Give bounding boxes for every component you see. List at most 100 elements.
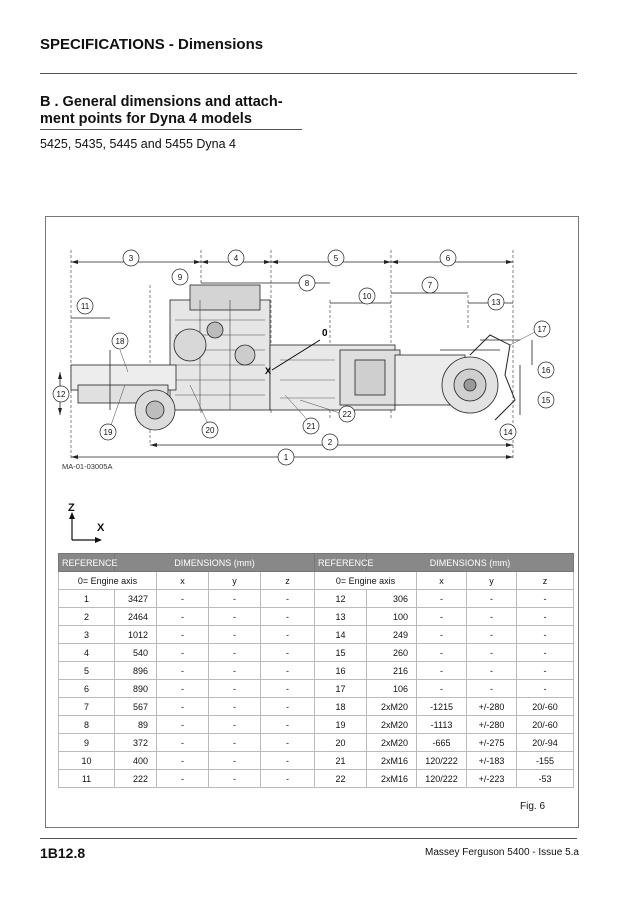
callout-8: 8 xyxy=(305,279,310,288)
cell-val: 896 xyxy=(114,661,157,680)
cell-val: 567 xyxy=(114,697,157,716)
cell-ref: 21 xyxy=(314,751,367,770)
cell-val: 372 xyxy=(114,733,157,752)
cell-z: - xyxy=(516,607,574,626)
cell-val: 1012 xyxy=(114,625,157,644)
callout-21: 21 xyxy=(307,422,316,431)
cell-ref: 9 xyxy=(58,733,115,752)
table-subheader-row: 0= Engine axis x y z xyxy=(314,571,574,590)
col-x: x xyxy=(156,571,209,590)
cell-y: - xyxy=(208,733,261,752)
cell-x: - xyxy=(156,679,209,698)
cell-x: - xyxy=(156,607,209,626)
drawing-code: MA-01-03005A xyxy=(62,462,113,471)
callout-22: 22 xyxy=(343,410,352,419)
cell-ref: 4 xyxy=(58,643,115,662)
callout-4: 4 xyxy=(234,254,239,263)
cell-ref: 20 xyxy=(314,733,367,752)
cell-z: - xyxy=(516,625,574,644)
cell-x: - xyxy=(416,607,467,626)
cell-y: - xyxy=(208,661,261,680)
cell-y: - xyxy=(208,715,261,734)
cell-y: +/-280 xyxy=(466,715,517,734)
cell-z: - xyxy=(516,589,574,608)
cell-val: 540 xyxy=(114,643,157,662)
cell-z: - xyxy=(260,679,315,698)
cell-ref: 22 xyxy=(314,769,367,788)
cell-x: - xyxy=(416,625,467,644)
footer-rule xyxy=(40,838,577,839)
cell-ref: 1 xyxy=(58,589,115,608)
table-subheader-row: 0= Engine axis x y z xyxy=(58,571,315,590)
cell-z: -155 xyxy=(516,751,574,770)
model-list: 5425, 5435, 5445 and 5455 Dyna 4 xyxy=(40,137,237,151)
cell-val: 2464 xyxy=(114,607,157,626)
cell-val: 2xM16 xyxy=(366,751,417,770)
cell-z: - xyxy=(260,607,315,626)
cell-val: 2xM20 xyxy=(366,733,417,752)
callout-5: 5 xyxy=(334,254,339,263)
cell-y: - xyxy=(466,679,517,698)
origin-x-marker: X xyxy=(265,366,271,376)
cell-z: 20/-94 xyxy=(516,733,574,752)
cell-z: - xyxy=(260,751,315,770)
cell-z: - xyxy=(516,661,574,680)
subheader-axis: 0= Engine axis xyxy=(58,571,157,590)
callout-7: 7 xyxy=(428,281,433,290)
cell-val: 249 xyxy=(366,625,417,644)
cell-val: 100 xyxy=(366,607,417,626)
cell-z: - xyxy=(516,679,574,698)
col-z: z xyxy=(516,571,574,590)
callout-6: 6 xyxy=(446,254,451,263)
callout-3: 3 xyxy=(129,254,134,263)
cell-x: - xyxy=(156,751,209,770)
callout-12: 12 xyxy=(57,390,66,399)
cell-val: 216 xyxy=(366,661,417,680)
cell-val: 222 xyxy=(114,769,157,788)
cell-y: - xyxy=(208,607,261,626)
cell-ref: 6 xyxy=(58,679,115,698)
page-title: SPECIFICATIONS - Dimensions xyxy=(40,36,264,53)
cell-x: - xyxy=(156,589,209,608)
cell-x: - xyxy=(416,661,467,680)
col-y: y xyxy=(208,571,261,590)
section-title-line2: ment points for Dyna 4 models xyxy=(40,111,252,127)
cell-z: - xyxy=(260,625,315,644)
cell-y: - xyxy=(208,697,261,716)
table-header-row: REFERENCE DIMENSIONS (mm) xyxy=(314,553,574,572)
cell-z: - xyxy=(516,643,574,662)
cell-y: - xyxy=(466,589,517,608)
cell-ref: 7 xyxy=(58,697,115,716)
cell-val: 400 xyxy=(114,751,157,770)
cell-z: - xyxy=(260,589,315,608)
cell-val: 3427 xyxy=(114,589,157,608)
cell-y: +/-280 xyxy=(466,697,517,716)
cell-x: - xyxy=(156,769,209,788)
cell-val: 106 xyxy=(366,679,417,698)
cell-y: - xyxy=(466,607,517,626)
section-title: B . General dimensions and attach- ment … xyxy=(40,94,310,128)
cell-x: 120/222 xyxy=(416,751,467,770)
cell-ref: 3 xyxy=(58,625,115,644)
cell-z: 20/-60 xyxy=(516,697,574,716)
callout-13: 13 xyxy=(492,298,501,307)
cell-ref: 11 xyxy=(58,769,115,788)
cell-z: 20/-60 xyxy=(516,715,574,734)
cell-ref: 2 xyxy=(58,607,115,626)
cell-y: - xyxy=(466,661,517,680)
cell-x: -665 xyxy=(416,733,467,752)
